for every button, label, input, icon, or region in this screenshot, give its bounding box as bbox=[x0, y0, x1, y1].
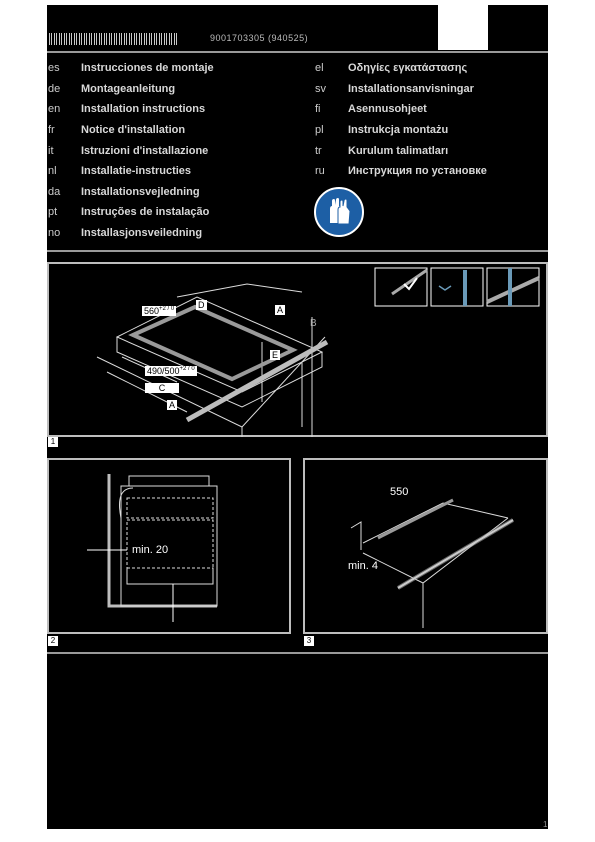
barcode bbox=[49, 33, 179, 45]
header-notch bbox=[438, 5, 488, 50]
page-number: 1 bbox=[543, 820, 548, 829]
language-list-left: es Instrucciones de montaje de Montageanlei… bbox=[48, 58, 214, 243]
figure-1-drawing bbox=[96, 267, 540, 437]
language-title: Instrukcja montażu bbox=[348, 124, 449, 137]
dim-550: 550 bbox=[390, 486, 409, 498]
language-row: da Installationsvejledning bbox=[48, 182, 214, 203]
language-code: de bbox=[48, 82, 61, 95]
marker-c: C bbox=[145, 383, 179, 393]
language-row: pl Instrukcja montażu bbox=[315, 120, 487, 141]
language-title: Montageanleitung bbox=[81, 82, 176, 95]
language-code: en bbox=[48, 103, 61, 116]
marker-e: E bbox=[270, 350, 281, 360]
language-row: sv Installationsanvisningar bbox=[315, 79, 487, 100]
language-code: pt bbox=[48, 206, 58, 219]
language-row: no Installasjonsveiledning bbox=[48, 223, 214, 244]
language-code: ru bbox=[315, 165, 325, 178]
figure-3-drawing bbox=[350, 498, 515, 628]
language-code: pl bbox=[315, 124, 324, 137]
dim-560: 560+2 / 0 bbox=[142, 306, 177, 316]
language-code: es bbox=[48, 62, 60, 75]
language-row: el Οδηγίες εγκατάστασης bbox=[315, 58, 487, 79]
language-code: no bbox=[48, 227, 61, 240]
figure-2-label: 2 bbox=[48, 636, 58, 646]
language-title: Οδηγίες εγκατάστασης bbox=[348, 62, 468, 75]
bottom-rule bbox=[47, 652, 548, 654]
header-rule bbox=[47, 51, 548, 53]
language-title: Installation instructions bbox=[81, 103, 206, 116]
gloves-icon-glyph bbox=[330, 198, 351, 225]
language-code: da bbox=[48, 185, 61, 198]
language-row: nl Installatie-instructies bbox=[48, 161, 214, 182]
figure-2-drawing bbox=[87, 474, 218, 622]
language-code: el bbox=[315, 62, 324, 75]
figure-3-panel bbox=[303, 458, 548, 634]
language-title: Instrucciones de montaje bbox=[81, 62, 214, 75]
marker-a-right: A bbox=[275, 305, 286, 315]
dim-490-500: 490/500+2 / 0 bbox=[145, 366, 197, 376]
language-code: fi bbox=[315, 103, 321, 116]
dim-min-20: min. 20 bbox=[132, 544, 169, 556]
language-code: fr bbox=[48, 124, 55, 137]
figure-1-label: 1 bbox=[48, 437, 58, 447]
marker-b: B bbox=[310, 318, 317, 329]
language-code: it bbox=[48, 144, 54, 157]
language-title: Kurulum talimatları bbox=[348, 144, 449, 157]
language-title: Asennusohjeet bbox=[348, 103, 427, 116]
language-row: ru Инструкция по установке bbox=[315, 161, 487, 182]
language-row: tr Kurulum talimatları bbox=[315, 140, 487, 161]
language-row: pt Instruções de instalação bbox=[48, 202, 214, 223]
language-title: Istruzioni d'installazione bbox=[81, 144, 209, 157]
language-title: Installationsanvisningar bbox=[348, 82, 474, 95]
language-title: Instruções de instalação bbox=[81, 206, 210, 219]
dim-min-4: min. 4 bbox=[348, 560, 378, 572]
marker-a-front: A bbox=[167, 400, 178, 410]
marker-d: D bbox=[196, 300, 207, 310]
language-row: en Installation instructions bbox=[48, 99, 214, 120]
language-code: tr bbox=[315, 144, 322, 157]
language-title: Инструкция по установке bbox=[348, 165, 487, 178]
language-row: es Instrucciones de montaje bbox=[48, 58, 214, 79]
language-title: Installatie-instructies bbox=[81, 165, 192, 178]
gloves-icon bbox=[314, 187, 364, 237]
section-rule bbox=[47, 250, 548, 252]
figure-3-label: 3 bbox=[304, 636, 314, 646]
language-row: it Istruzioni d'installazione bbox=[48, 140, 214, 161]
language-row: fr Notice d'installation bbox=[48, 120, 214, 141]
language-title: Notice d'installation bbox=[81, 124, 186, 137]
language-row: de Montageanleitung bbox=[48, 79, 214, 100]
language-code: nl bbox=[48, 165, 57, 178]
language-title: Installationsvejledning bbox=[81, 185, 200, 198]
language-title: Installasjonsveiledning bbox=[81, 227, 203, 240]
doc-number: 9001703305 (940525) bbox=[210, 33, 309, 43]
language-code: sv bbox=[315, 82, 326, 95]
language-row: fi Asennusohjeet bbox=[315, 99, 487, 120]
language-list-right: el Οδηγίες εγκατάστασης sv Installationsanv… bbox=[315, 58, 487, 182]
